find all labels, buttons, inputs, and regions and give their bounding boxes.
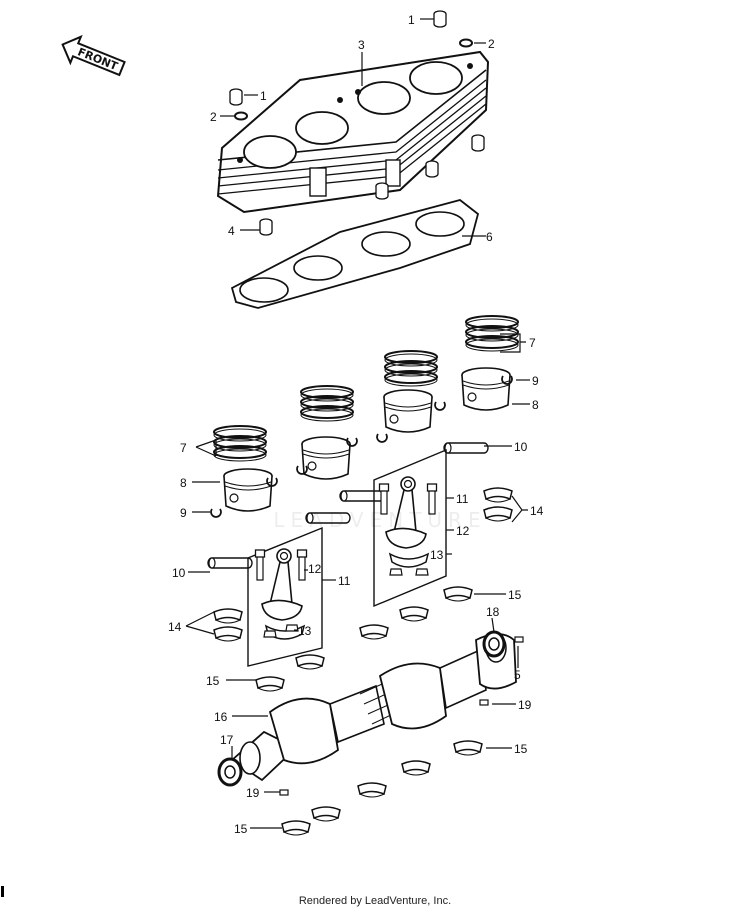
callout-6: 6 (486, 230, 493, 244)
edge-mark (1, 886, 4, 897)
callout-10: 10 (172, 566, 186, 580)
conrod-group-frame-left (247, 526, 323, 667)
callout-15: 15 (206, 674, 220, 688)
callout-1: 1 (260, 89, 267, 103)
callout-11: 11 (338, 574, 351, 588)
callout-14: 14 (530, 504, 544, 518)
callout-12: 12 (456, 524, 470, 538)
callout-12: 12 (308, 562, 322, 576)
cylinder-block (216, 50, 490, 214)
callout-4: 4 (228, 224, 235, 238)
callout-2: 2 (488, 37, 495, 51)
callout-11: 11 (456, 492, 469, 506)
callout-16: 16 (214, 710, 228, 724)
callout-14: 14 (168, 620, 182, 634)
callout-5: 5 (514, 668, 521, 682)
callout-15: 15 (514, 742, 528, 756)
callout-2: 2 (210, 110, 217, 124)
callout-7: 7 (529, 336, 536, 350)
callout-15: 15 (508, 588, 522, 602)
callout-13: 13 (430, 548, 444, 562)
callout-8: 8 (180, 476, 187, 490)
callout-15: 15 (234, 822, 248, 836)
callout-labels: 1 1 2 2 3 4 5 6 7 7 8 8 9 9 10 10 11 11 … (168, 13, 544, 836)
base-gasket (230, 199, 480, 309)
callout-1: 1 (408, 13, 415, 27)
callout-8: 8 (532, 398, 539, 412)
footer-credit: Rendered by LeadVenture, Inc. (298, 895, 452, 907)
conrod-group-frame-right (373, 448, 447, 608)
callout-3: 3 (358, 38, 365, 52)
crankshaft (230, 633, 517, 782)
leader-lines (185, 18, 530, 829)
front-label: FRONT (76, 45, 120, 73)
callout-9: 9 (532, 374, 539, 388)
callout-17: 17 (220, 733, 234, 747)
callout-19: 19 (246, 786, 260, 800)
watermark: LEADVENTURE (273, 508, 487, 532)
callout-7: 7 (180, 441, 187, 455)
callout-18: 18 (486, 605, 500, 619)
callout-10: 10 (514, 440, 528, 454)
front-arrow: FRONT (61, 34, 126, 77)
callout-9: 9 (180, 506, 187, 520)
callout-13: 13 (298, 624, 312, 638)
callout-19: 19 (518, 698, 532, 712)
